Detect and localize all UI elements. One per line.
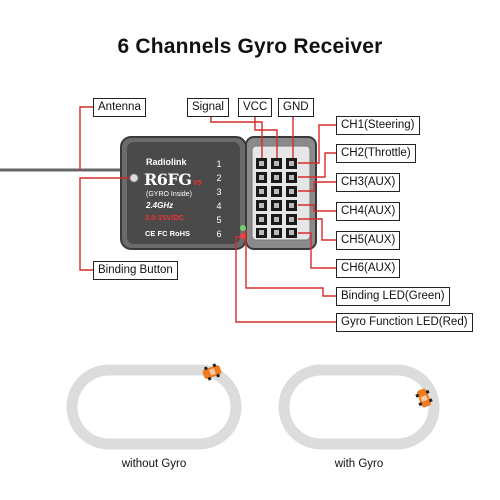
track-without-gyro — [66, 364, 242, 450]
caption-with-gyro: with Gyro — [334, 458, 384, 470]
receiver-brand: Radiolink — [146, 157, 187, 167]
car-without-gyro — [202, 363, 222, 381]
track-with-gyro — [278, 364, 440, 450]
channel-number-6: 6 — [216, 229, 222, 239]
car-with-gyro — [415, 388, 433, 408]
receiver-voltage: 3.0-15V/DC — [145, 213, 185, 222]
channel-number-3: 3 — [216, 187, 222, 197]
receiver-cert: CE FC RoHS — [145, 229, 190, 238]
label-gyro-led: Gyro Function LED(Red) — [336, 313, 473, 332]
label-antenna: Antenna — [93, 98, 146, 117]
channel-number-2: 2 — [216, 173, 222, 183]
binding-led-shape — [240, 225, 246, 231]
label-ch3: CH3(AUX) — [336, 173, 401, 192]
label-vcc: VCC — [238, 98, 273, 117]
channel-number-5: 5 — [216, 215, 222, 225]
gyro-led-shape — [240, 233, 246, 239]
receiver-version: V5 — [193, 180, 202, 187]
receiver-model: R6FG — [144, 170, 192, 189]
label-gnd: GND — [278, 98, 314, 117]
label-signal: Signal — [187, 98, 229, 117]
page-title: 6 Channels Gyro Receiver — [117, 35, 383, 58]
channel-number-4: 4 — [216, 201, 222, 211]
pin-header — [256, 158, 297, 238]
channel-number-1: 1 — [216, 159, 222, 169]
receiver-band: 2.4GHz — [146, 201, 174, 210]
label-ch4: CH4(AUX) — [336, 202, 401, 221]
caption-without-gyro: without Gyro — [121, 458, 187, 470]
label-ch6: CH6(AUX) — [336, 259, 401, 278]
label-ch5: CH5(AUX) — [336, 231, 401, 250]
leader-lines — [79, 106, 336, 323]
receiver-gyro-note: (GYRO Inside) — [146, 191, 192, 198]
label-ch1: CH1(Steering) — [336, 116, 420, 135]
label-binding-button: Binding Button — [93, 261, 178, 280]
label-ch2: CH2(Throttle) — [336, 144, 416, 163]
label-binding-led: Binding LED(Green) — [336, 287, 450, 306]
binding-button-shape — [129, 173, 139, 183]
